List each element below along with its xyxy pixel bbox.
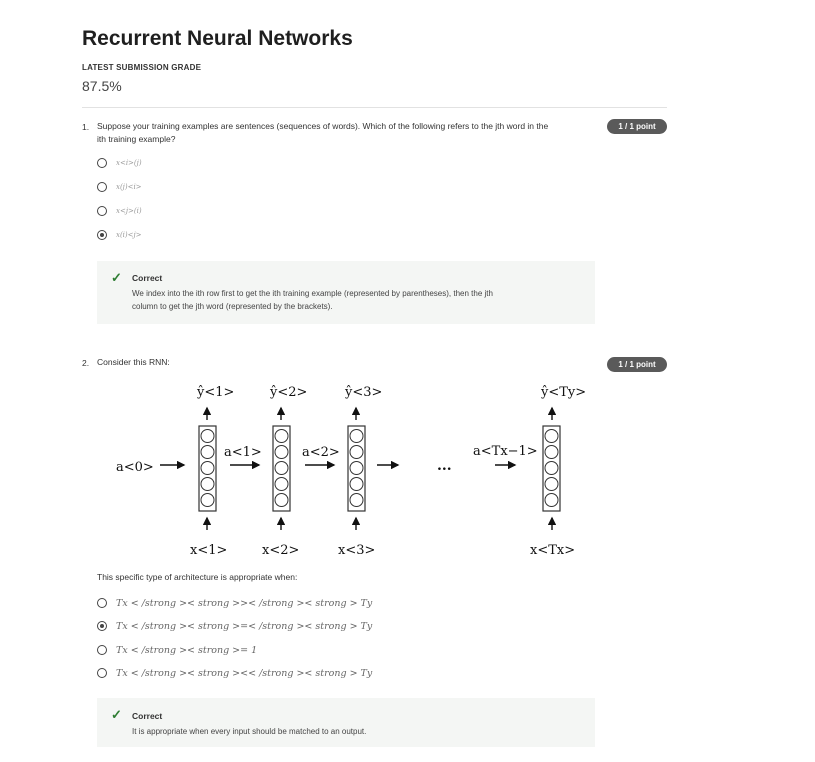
output-label-4: ŷ<Ty> bbox=[540, 385, 586, 400]
option-label: Tx < /strong >< strong >=< /strong >< st… bbox=[116, 620, 373, 632]
question-2-option-2[interactable]: Tx < /strong >< strong >=< /strong >< st… bbox=[97, 619, 372, 633]
radio-button-selected[interactable] bbox=[97, 621, 107, 631]
output-label-3: ŷ<3> bbox=[344, 385, 382, 400]
sequence-ellipsis: ... bbox=[437, 458, 452, 474]
rnn-diagram: ŷ<1> ŷ<2> ŷ<3> ŷ<Ty> a<0 bbox=[116, 385, 586, 558]
question-1-text: Suppose your training examples are sente… bbox=[97, 120, 548, 146]
question-1-points-badge: 1 / 1 point bbox=[607, 119, 667, 134]
activation-label-1: a<1> bbox=[224, 445, 262, 460]
activation-label-0: a<0> bbox=[116, 460, 154, 475]
feedback-text-line2: column to get the jth word (represented … bbox=[132, 301, 333, 311]
question-2-option-3[interactable]: Tx < /strong >< strong >= 1 bbox=[97, 643, 257, 657]
radio-button-selected[interactable] bbox=[97, 230, 107, 240]
question-2-text: Consider this RNN: bbox=[97, 357, 170, 367]
question-2-option-4[interactable]: Tx < /strong >< strong ><< /strong >< st… bbox=[97, 666, 372, 680]
question-1-text-line2: ith training example? bbox=[97, 134, 176, 144]
question-2-points-badge: 1 / 1 point bbox=[607, 357, 667, 372]
output-label-2: ŷ<2> bbox=[269, 385, 307, 400]
question-1-text-line1: Suppose your training examples are sente… bbox=[97, 121, 549, 131]
radio-button[interactable] bbox=[97, 158, 107, 168]
question-1-feedback: ✓ Correct We index into the ith row firs… bbox=[97, 261, 595, 324]
grade-label: LATEST SUBMISSION GRADE bbox=[82, 63, 202, 72]
grade-value: 87.5% bbox=[82, 78, 122, 94]
option-label: Tx < /strong >< strong ><< /strong >< st… bbox=[116, 667, 373, 679]
question-1-option-1[interactable]: x<i>(j) bbox=[97, 156, 142, 170]
question-2-option-1[interactable]: Tx < /strong >< strong >>< /strong >< st… bbox=[97, 596, 372, 610]
activation-label-3: a<Tx−1> bbox=[473, 444, 538, 459]
option-label: x<i>(j) bbox=[116, 159, 142, 167]
header-divider bbox=[82, 107, 667, 108]
option-label: Tx < /strong >< strong >= 1 bbox=[116, 644, 258, 656]
feedback-text: We index into the ith row first to get t… bbox=[132, 288, 572, 313]
feedback-status: Correct bbox=[132, 273, 163, 283]
feedback-text: It is appropriate when every input shoul… bbox=[132, 727, 367, 736]
rnn-cell-2 bbox=[272, 425, 291, 512]
question-1-option-3[interactable]: x<j>(i) bbox=[97, 204, 142, 218]
activation-label-2: a<2> bbox=[302, 445, 340, 460]
check-icon: ✓ bbox=[111, 707, 122, 722]
radio-button[interactable] bbox=[97, 645, 107, 655]
radio-button[interactable] bbox=[97, 206, 107, 216]
option-label: x(j)<i> bbox=[116, 183, 142, 191]
question-2-number: 2. bbox=[82, 358, 90, 368]
output-label-1: ŷ<1> bbox=[196, 385, 234, 400]
page-title: Recurrent Neural Networks bbox=[82, 27, 353, 50]
feedback-status: Correct bbox=[132, 711, 163, 721]
rnn-cell-1 bbox=[198, 425, 217, 512]
question-1-number: 1. bbox=[82, 122, 90, 132]
feedback-text-line1: We index into the ith row first to get t… bbox=[132, 289, 493, 298]
question-1-option-4[interactable]: x(i)<j> bbox=[97, 228, 142, 242]
option-label: x(i)<j> bbox=[116, 231, 142, 239]
radio-button[interactable] bbox=[97, 668, 107, 678]
check-icon: ✓ bbox=[111, 270, 122, 285]
radio-button[interactable] bbox=[97, 598, 107, 608]
input-label-4: x<Tx> bbox=[530, 543, 575, 558]
rnn-cell-3 bbox=[347, 425, 366, 512]
question-1-option-2[interactable]: x(j)<i> bbox=[97, 180, 142, 194]
question-2-feedback: ✓ Correct It is appropriate when every i… bbox=[97, 698, 595, 747]
input-label-2: x<2> bbox=[262, 543, 299, 558]
radio-button[interactable] bbox=[97, 182, 107, 192]
option-label: Tx < /strong >< strong >>< /strong >< st… bbox=[116, 597, 373, 609]
rnn-cell-4 bbox=[542, 425, 561, 512]
question-2-prompt: This specific type of architecture is ap… bbox=[97, 572, 298, 582]
input-label-3: x<3> bbox=[338, 543, 375, 558]
input-label-1: x<1> bbox=[190, 543, 227, 558]
option-label: x<j>(i) bbox=[116, 207, 142, 215]
